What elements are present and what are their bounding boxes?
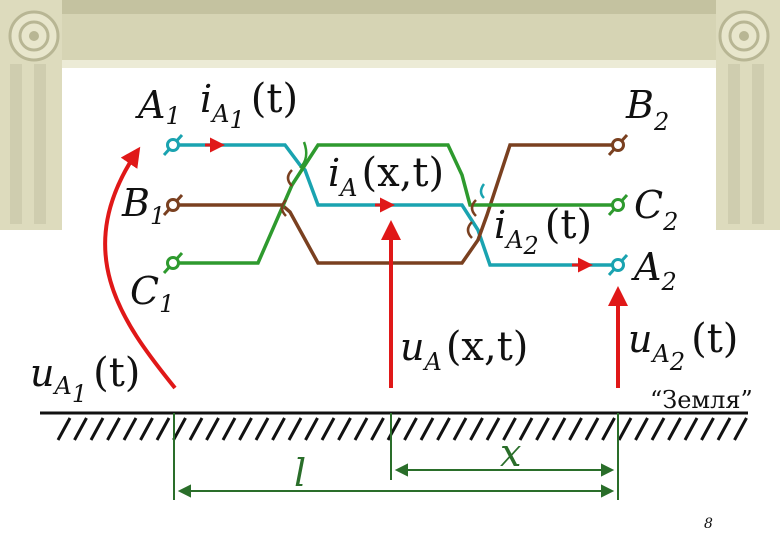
- ground-hatch-stroke: [155, 417, 171, 441]
- label-u-ax: uA(x,t): [400, 324, 528, 376]
- ground-hatching: [56, 417, 748, 441]
- ground-hatch-stroke: [271, 417, 286, 441]
- ground-hatch-stroke: [403, 417, 418, 441]
- label-b1: B1: [121, 181, 165, 230]
- phase-c-conductor: [172, 143, 618, 265]
- dimension-l-label: l: [294, 451, 306, 495]
- ground-hatch-stroke: [320, 417, 336, 441]
- ground-hatch-stroke: [188, 417, 204, 441]
- ground-hatch-stroke: [502, 417, 517, 441]
- ground-hatch-stroke: [551, 417, 567, 441]
- ground-hatch-stroke: [89, 417, 105, 441]
- ground-hatch-stroke: [73, 417, 88, 441]
- ground-hatch-stroke: [667, 417, 682, 441]
- ground-hatch-stroke: [139, 417, 154, 441]
- label-a1: A1: [135, 83, 181, 130]
- ground-hatch-stroke: [518, 417, 534, 441]
- left-volute-core: [29, 31, 39, 41]
- right-volute-core: [739, 31, 749, 41]
- ground-label: “Земля”: [650, 386, 753, 414]
- ground-hatch-stroke: [254, 417, 270, 441]
- voltage-arrow-a1: [103, 146, 177, 390]
- phase-b-conductor: [172, 143, 618, 265]
- ground-hatch-stroke: [172, 417, 187, 441]
- ground-hatch-stroke: [238, 417, 253, 441]
- ground-hatch-stroke: [716, 417, 732, 441]
- right-volute-ring: [728, 20, 760, 52]
- frame-right-flute: [752, 64, 764, 224]
- terminal-a1: [162, 133, 184, 157]
- ground-hatch-stroke: [617, 417, 633, 441]
- dimension-x-label: x: [500, 431, 521, 475]
- dimension-lines: [173, 413, 619, 500]
- column-frame: [0, 0, 780, 230]
- ground-hatch-stroke: [56, 417, 72, 441]
- ground-hatch-stroke: [370, 417, 385, 441]
- label-c1: C1: [130, 269, 174, 318]
- ground-hatch-stroke: [485, 417, 501, 441]
- label-u-a2: uA2(t): [628, 316, 738, 376]
- frame-left-flute: [10, 64, 22, 224]
- crossover-hops: [280, 141, 486, 239]
- ground-hatch-stroke: [733, 417, 748, 441]
- label-u-a1: uA1(t): [30, 350, 140, 408]
- ground-hatch-stroke: [353, 417, 369, 441]
- ground-hatch-stroke: [634, 417, 649, 441]
- label-i-a1: iA1(t): [200, 76, 298, 134]
- page-number: 8: [704, 516, 713, 532]
- ground-hatch-stroke: [419, 417, 435, 441]
- label-b2: B2: [625, 83, 669, 136]
- ground-hatch-stroke: [469, 417, 484, 441]
- ground-hatch-stroke: [535, 417, 550, 441]
- label-i-a2: iA2(t): [494, 202, 592, 260]
- terminal-a2: [607, 253, 629, 277]
- label-c2: C2: [634, 183, 678, 236]
- ground-hatch-stroke: [700, 417, 715, 441]
- ground-hatch-stroke: [106, 417, 121, 441]
- terminal-c1: [162, 251, 184, 275]
- ground-hatch-stroke: [205, 417, 220, 441]
- label-a2: A2: [631, 245, 677, 296]
- ground-hatch-stroke: [568, 417, 583, 441]
- ground-hatch-stroke: [304, 417, 319, 441]
- ground-hatch-stroke: [386, 417, 402, 441]
- ground-hatch-stroke: [601, 417, 616, 441]
- ground-hatch-stroke: [683, 417, 699, 441]
- ground-hatch-stroke: [436, 417, 451, 441]
- terminal-b1: [162, 193, 184, 217]
- phase-a-conductor: [172, 143, 618, 267]
- frame-lintel: [62, 60, 716, 68]
- ground-hatch-stroke: [122, 417, 138, 441]
- ground-hatch-stroke: [221, 417, 237, 441]
- frame-left-flute: [34, 64, 46, 224]
- ground-hatch-stroke: [287, 417, 303, 441]
- label-i-ax: iA(x,t): [328, 150, 444, 202]
- terminal-c2: [607, 193, 629, 217]
- ground-hatch-stroke: [650, 417, 666, 441]
- frame-right-flute: [728, 64, 740, 224]
- ground-hatch-stroke: [337, 417, 352, 441]
- frame-top-edge: [0, 0, 780, 14]
- terminal-b2: [607, 133, 629, 157]
- ground-hatch-stroke: [452, 417, 468, 441]
- left-volute-ring: [18, 20, 50, 52]
- ground-hatch-stroke: [584, 417, 600, 441]
